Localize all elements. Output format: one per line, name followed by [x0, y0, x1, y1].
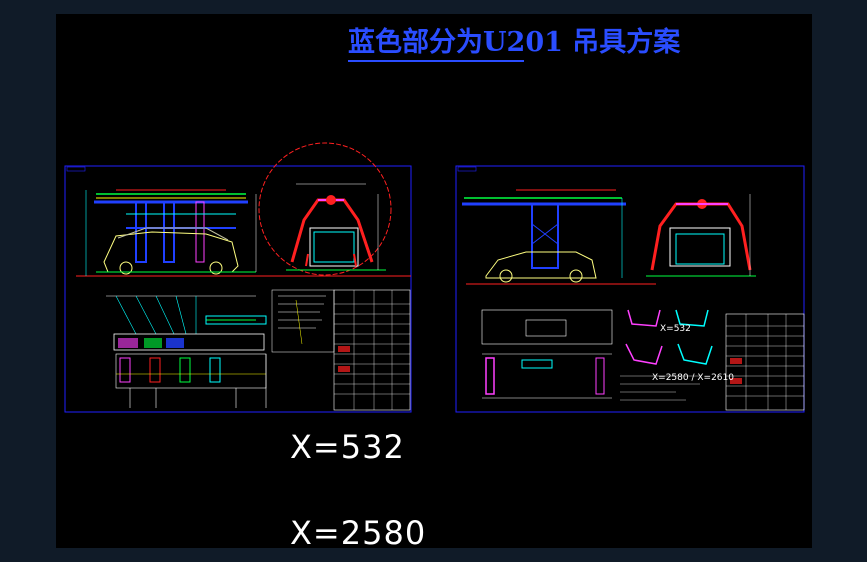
x-secondary-label: X=2580 — [290, 514, 427, 548]
title-underline — [348, 60, 524, 62]
drawing-title: 蓝色部分为U201 吊具方案 — [348, 27, 681, 58]
right-sheet-border — [455, 165, 805, 413]
cad-drawing-canvas[interactable]: 蓝色部分为U201 吊具方案 X=532 X=2580 / X=2610 X=5… — [56, 14, 812, 548]
x-primary-label: X=532 — [290, 428, 405, 466]
left-notes-and-table — [271, 289, 411, 411]
detail-x-range-label: X=2580 / X=2610 — [652, 373, 734, 383]
left-hoist-side-view — [76, 189, 411, 277]
right-table — [725, 313, 805, 411]
left-hoist-end-view — [258, 142, 392, 276]
right-section-details — [620, 309, 713, 401]
right-hoist-side-view — [462, 189, 656, 285]
cad-drawing — [64, 142, 805, 413]
right-plan-view — [481, 309, 613, 399]
right-hoist-end-view — [646, 194, 756, 277]
detail-x-label: X=532 — [660, 324, 691, 334]
left-plan-view — [106, 295, 267, 408]
left-sheet-border — [64, 165, 412, 413]
